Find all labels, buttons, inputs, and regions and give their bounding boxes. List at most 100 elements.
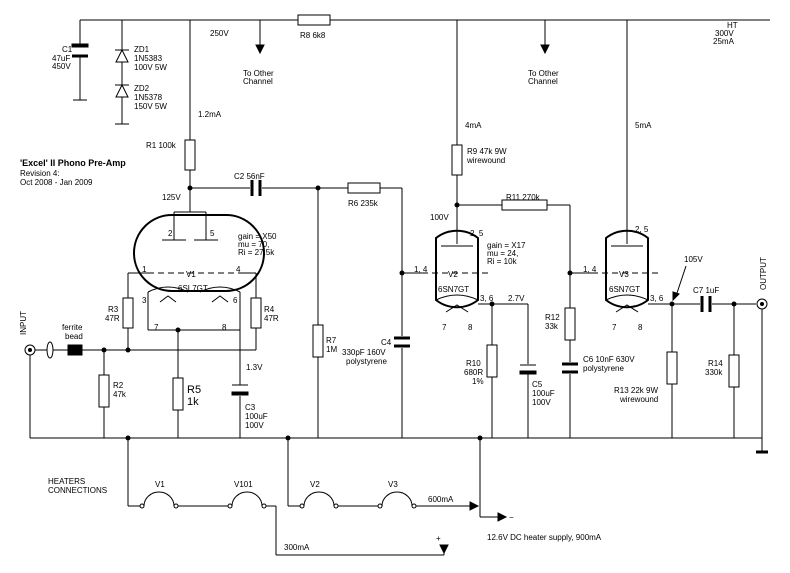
r5-resistor [172, 377, 184, 411]
heater-supply-arrow [497, 512, 508, 522]
heater-current-600: 600mA [428, 495, 454, 504]
r14-resistor [728, 354, 740, 388]
v1-name: V1 [186, 270, 196, 279]
v3-pin: 2, 5 [635, 225, 649, 234]
r8-label: R8 6k8 [300, 31, 326, 40]
heater-v2 [299, 491, 339, 509]
c3-capacitor [231, 384, 249, 396]
v1-heater-a [159, 295, 177, 303]
heater-v101-label: V101 [234, 480, 253, 489]
revision-label: Revision 4: [20, 169, 60, 178]
zd1-label: ZD1 [134, 45, 150, 54]
v1-spec: gain = X50 [238, 232, 277, 241]
to-other-channel-arrow [540, 44, 550, 55]
r13-label: R13 22k 9W [614, 386, 658, 395]
v2-cathode-voltage: 2.7V [508, 294, 525, 303]
v2-pin: 7 [442, 323, 447, 332]
c5-capacitor [519, 364, 537, 375]
r10-resistor [486, 344, 498, 378]
svg-text:330k: 330k [705, 368, 723, 377]
svg-text:47R: 47R [264, 314, 279, 323]
svg-text:100V: 100V [532, 398, 551, 407]
zd1-zener [115, 48, 129, 63]
v1-cathode-a [147, 286, 189, 293]
heater-v1 [139, 491, 179, 509]
other-channel-label: To Other [528, 69, 559, 78]
v1-pin: 7 [154, 323, 159, 332]
svg-text:100uF: 100uF [532, 389, 555, 398]
v3-name: V3 [619, 270, 629, 279]
ferrite-bead [35, 341, 128, 359]
svg-text:47k: 47k [113, 390, 127, 399]
node-250v-label: 250V [210, 29, 229, 38]
svg-text:100V: 100V [245, 421, 264, 430]
output-jack[interactable] [756, 298, 768, 454]
heater-v2-label: V2 [310, 480, 320, 489]
heater-plus: + [436, 534, 441, 543]
r10-label: R10 [466, 359, 481, 368]
v2-type: 6SN7GT [438, 285, 469, 294]
v3-pin: 7 [612, 323, 617, 332]
revision-dates: Oct 2008 - Jan 2009 [20, 178, 93, 187]
r8-resistor [297, 14, 331, 26]
v1-cathode-voltage: 1.3V [246, 363, 263, 372]
heater-v3-label: V3 [388, 480, 398, 489]
r9-label: R9 47k 9W [467, 147, 507, 156]
c6-label: C6 10nF 630V [583, 355, 635, 364]
output-label: OUTPUT [759, 257, 768, 290]
r6-label: R6 235k [348, 199, 379, 208]
v3-cathode-voltage: 105V [684, 255, 703, 264]
c2-capacitor [250, 180, 262, 196]
r12-resistor [564, 307, 576, 341]
c5-label: C5 [532, 380, 543, 389]
input-label: INPUT [19, 311, 28, 335]
svg-text:300V: 300V [715, 29, 734, 38]
heater-supply-arrow [439, 544, 449, 555]
svg-text:polystyrene: polystyrene [583, 364, 624, 373]
svg-text:HT: HT [727, 21, 738, 30]
svg-text:1M: 1M [326, 345, 337, 354]
v2-spec: mu = 24, [487, 249, 518, 258]
v1-anode-voltage: 125V [162, 193, 181, 202]
svg-text:polystyrene: polystyrene [346, 357, 387, 366]
c2-label: C2 56nF [234, 172, 265, 181]
r3-label: R3 [108, 305, 119, 314]
r11-label: R11 270k [506, 193, 541, 202]
c3-label: C3 [245, 403, 256, 412]
v3-pin: 8 [638, 323, 643, 332]
junction-dot [285, 435, 291, 441]
junction-dot [477, 435, 483, 441]
v1-cathode-b [199, 286, 241, 293]
heater-supply-label: 12.6V DC heater supply, 900mA [487, 533, 602, 542]
voltage-pointer-arrow [672, 291, 680, 302]
v1-pin: 8 [222, 323, 227, 332]
svg-text:Channel: Channel [528, 77, 558, 86]
heater-v1-label: V1 [155, 480, 165, 489]
r7-resistor [312, 324, 324, 358]
v3-pin: 3, 6 [650, 294, 664, 303]
svg-text:wirewound: wirewound [466, 156, 505, 165]
r6-resistor [347, 182, 381, 194]
c7-label: C7 1uF [693, 286, 719, 295]
r14-label: R14 [708, 359, 723, 368]
to-other-channel-arrow [255, 44, 265, 55]
r12-label: R12 [545, 313, 560, 322]
svg-text:450V: 450V [52, 62, 71, 71]
ht-label: HT 300V 25mA [713, 21, 738, 46]
heater-current-300: 300mA [284, 543, 310, 552]
v1-pin: 5 [210, 229, 215, 238]
svg-text:1%: 1% [472, 377, 484, 386]
v1-wiring [127, 272, 257, 438]
input-jack[interactable] [24, 344, 36, 438]
svg-text:680R: 680R [464, 368, 483, 377]
r1-label: R1 100k [146, 141, 177, 150]
schematic-title: 'Excel' II Phono Pre-Amp [20, 158, 126, 168]
svg-text:1N5383: 1N5383 [134, 54, 163, 63]
v1-pin: 4 [236, 265, 241, 274]
zd2-label: ZD2 [134, 84, 150, 93]
heaters-label: HEATERS [48, 477, 85, 486]
v1-heater-b [211, 295, 229, 303]
v2-cathode [435, 294, 479, 301]
c7-capacitor [700, 296, 712, 312]
v2-current-label: 4mA [465, 121, 482, 130]
